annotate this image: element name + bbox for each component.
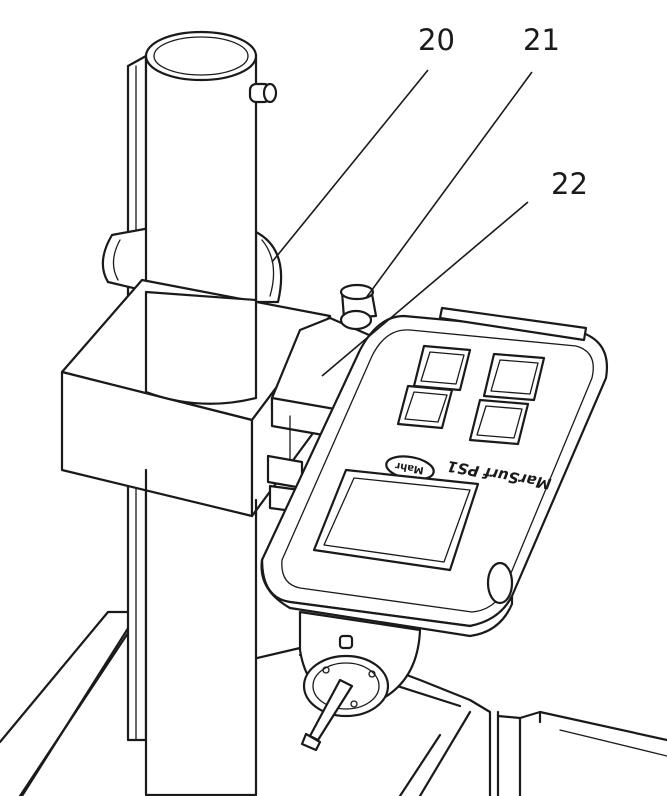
leader-lines bbox=[271, 69, 533, 377]
callout-22: 22 bbox=[551, 167, 588, 201]
keypad bbox=[396, 344, 546, 446]
handheld-device: MarSurf PS1 Mahr bbox=[260, 306, 608, 638]
clamping-block bbox=[60, 278, 332, 518]
leader-line-22 bbox=[321, 201, 529, 377]
clamp-collar bbox=[101, 226, 283, 304]
drive-unit bbox=[298, 610, 422, 752]
display-window bbox=[312, 468, 480, 572]
mahr-logo: Mahr bbox=[385, 455, 435, 481]
callout-21: 21 bbox=[523, 23, 560, 57]
keypad-button-1 bbox=[412, 344, 472, 392]
logo-text: Mahr bbox=[394, 460, 424, 476]
keypad-button-4 bbox=[468, 398, 530, 446]
keypad-button-3 bbox=[396, 384, 454, 430]
locking-screw bbox=[339, 283, 378, 331]
probe-tip bbox=[300, 678, 354, 752]
leader-line-21 bbox=[365, 71, 533, 299]
callout-20: 20 bbox=[418, 23, 455, 57]
keypad-button-2 bbox=[482, 352, 546, 402]
leader-line-20 bbox=[271, 69, 429, 263]
